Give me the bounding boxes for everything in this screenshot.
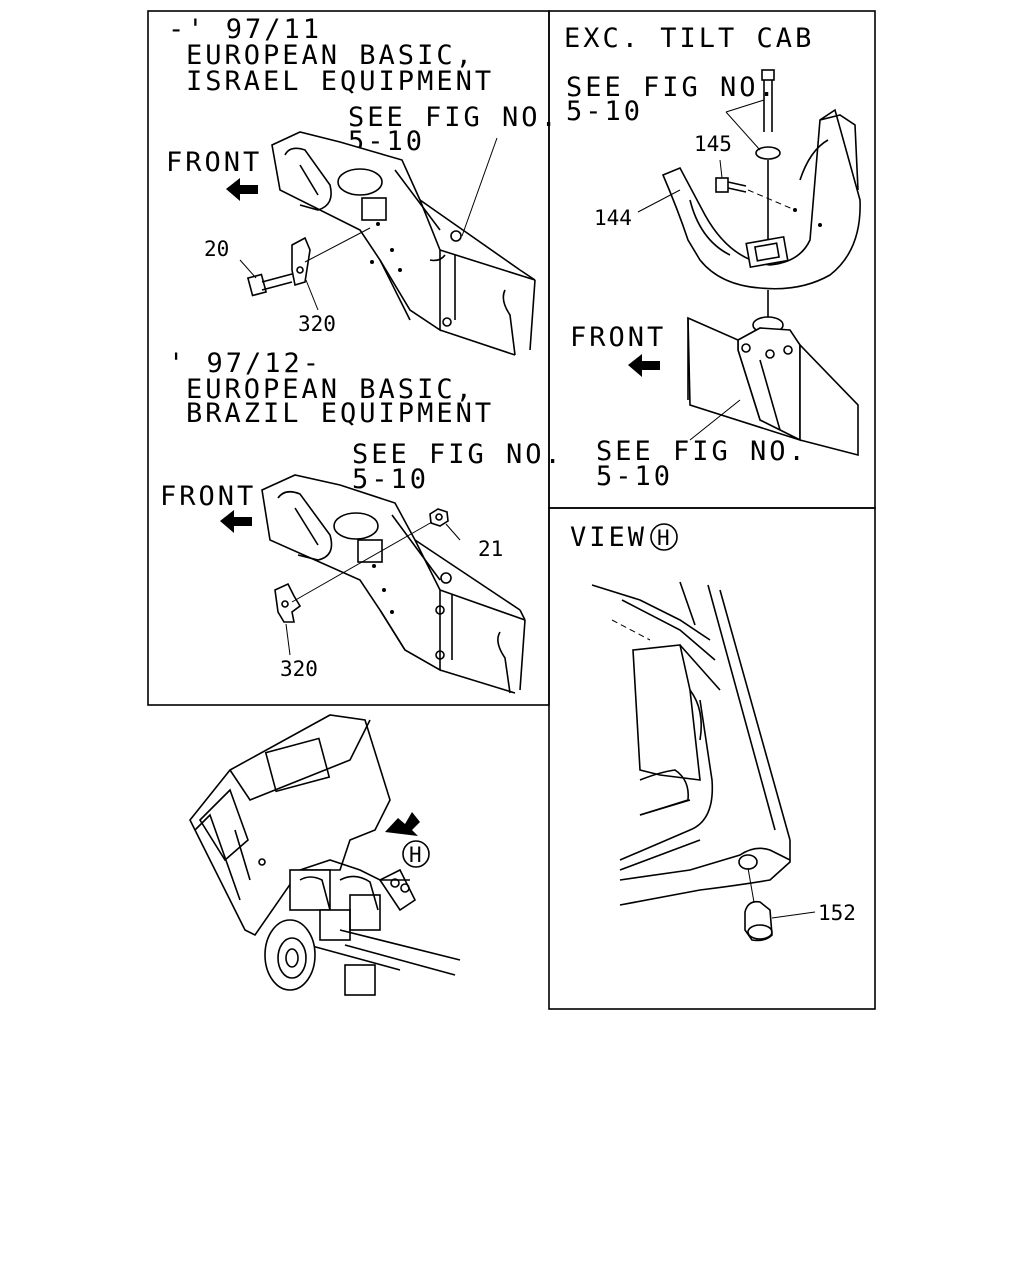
see-fig-a-line1: SEE FIG NO. — [348, 102, 560, 133]
part-number-145: 145 — [694, 132, 732, 156]
front-arrow-icon — [220, 510, 252, 533]
view-arrow-icon — [385, 812, 420, 836]
variant-a-line1: -' 97/11 — [168, 14, 322, 45]
variant-a-heading: -' 97/11 EUROPEAN BASIC, ISRAEL EQUIPMEN… — [168, 14, 494, 97]
panel-title-exc-tilt-cab: EXC. TILT CAB — [564, 23, 814, 54]
front-label-b: FRONT — [160, 481, 256, 512]
see-fig-b-line2: 5-10 — [352, 464, 429, 495]
variant-a-line2: EUROPEAN BASIC, — [186, 40, 475, 71]
frame-bracket-drawing-b — [261, 474, 526, 694]
overview-marker-h-letter: H — [409, 843, 422, 867]
part-number-21: 21 — [478, 537, 503, 561]
part-number-144: 144 — [594, 206, 632, 230]
see-fig-c-line2: 5-10 — [566, 96, 643, 127]
variant-b-heading: ' 97/12- EUROPEAN BASIC, BRAZIL EQUIPMEN… — [168, 348, 494, 429]
frame-bracket-drawing-a — [239, 131, 536, 356]
variant-a-line3: ISRAEL EQUIPMENT — [186, 66, 494, 97]
see-fig-d-line2: 5-10 — [596, 461, 673, 492]
cab-underside-view-drawing — [591, 581, 816, 942]
part-number-152: 152 — [818, 901, 856, 925]
front-arrow-icon — [628, 354, 660, 377]
cab-mount-drawing — [637, 69, 861, 457]
see-fig-c-line1: SEE FIG NO. — [566, 72, 778, 103]
part-number-20: 20 — [204, 237, 229, 261]
variant-b-line1: ' 97/12- — [168, 348, 322, 379]
view-title: VIEW — [570, 522, 647, 553]
variant-b-line2: EUROPEAN BASIC, — [186, 374, 475, 405]
part-number-320-a: 320 — [298, 312, 336, 336]
view-marker-h-icon: H — [650, 523, 678, 551]
see-fig-d-line1: SEE FIG NO. — [596, 436, 808, 467]
part-number-320-b: 320 — [280, 657, 318, 681]
front-label-a: FRONT — [166, 147, 262, 178]
variant-b-line3: BRAZIL EQUIPMENT — [186, 398, 494, 429]
front-label-c: FRONT — [570, 322, 666, 353]
truck-overview-drawing: H — [189, 714, 461, 996]
front-arrow-icon — [226, 178, 258, 201]
see-fig-b-line1: SEE FIG NO. — [352, 439, 564, 470]
view-marker-h-icon: H — [402, 840, 430, 868]
panel-frames — [147, 10, 876, 1010]
view-marker-h-letter: H — [657, 526, 670, 550]
